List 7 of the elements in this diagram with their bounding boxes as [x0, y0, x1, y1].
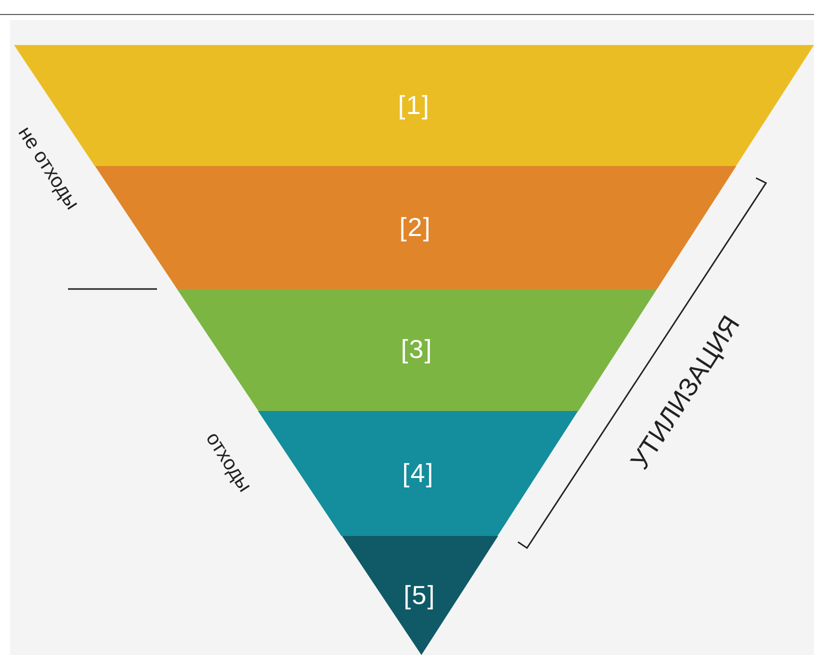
funnel-level	[258, 411, 578, 536]
funnel-level	[94, 166, 736, 289]
level-number: [1]	[397, 90, 431, 120]
level-number: [3]	[400, 334, 434, 365]
level-number: [2]	[398, 212, 432, 242]
level-number: [4]	[401, 458, 436, 488]
level-number: [5]	[402, 580, 437, 610]
